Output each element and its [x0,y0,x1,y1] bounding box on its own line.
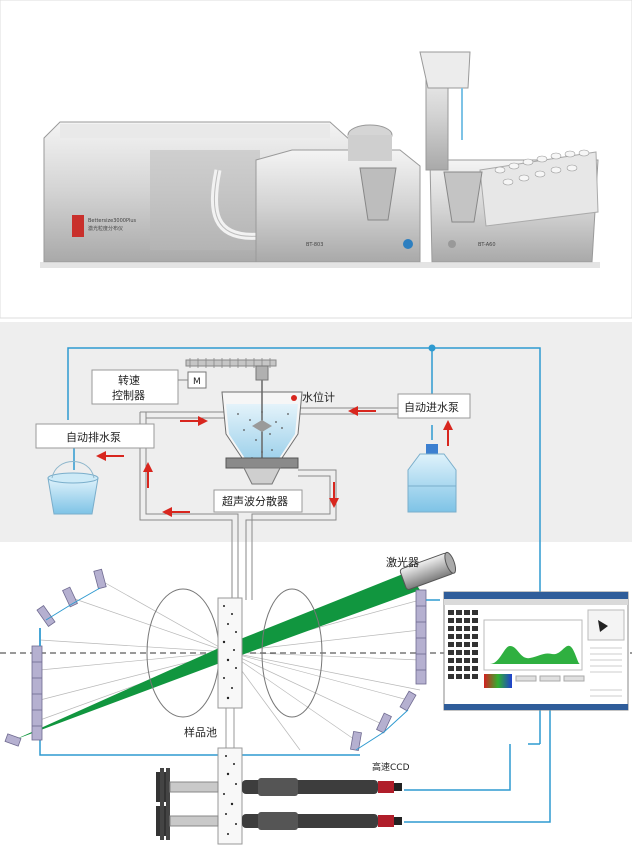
detectors-right [350,589,427,752]
speed-controller-box [91,369,179,405]
base-shadow [40,262,600,268]
inlet-pump-label: 自动进水泵 [404,401,459,414]
pipe-ccd-upper [404,744,511,791]
ccd-camera-1 [156,768,402,806]
software-particle-image [598,620,608,632]
drain-pump-label: 自动排水泵 [66,430,121,444]
ccd-label: 高速CCD [372,761,410,773]
speed-controller-label-2: 控制器 [112,388,145,402]
process-tubes [139,407,398,600]
laser-beam [14,572,420,740]
brand-logo-icon [72,215,84,237]
software-taskbar [444,704,628,710]
jug-cap [426,444,438,454]
arrow-down-1 [329,482,339,508]
inlet-pump-box [397,393,471,419]
instrument-photo: Bettersize3000Plus 激光粒度分布仪 BT-803 BT-A60 [0,0,632,319]
sample-cell: 样品池 [184,597,243,845]
tank-outlet [243,467,281,485]
optics: 激光器 [0,551,632,752]
disperser-neck [348,135,392,161]
sample-cell-label: 样品池 [184,725,217,739]
software-titlebar [444,592,628,599]
ultrasonic-label: 超声波分散器 [222,494,288,508]
sample-cell-window [217,597,243,709]
bucket-handle [51,461,95,479]
main-unit-top [60,124,330,138]
autosampler-head [419,51,471,89]
laser-label: 激光器 [386,555,419,569]
water-level-sensor-icon [291,395,297,401]
pipe-top-loop [67,347,541,744]
brand-subtext: 激光粒度分布仪 [88,225,123,232]
software-distribution-curve [490,645,580,664]
motor-label: M [193,377,201,387]
ultrasonic-plate [225,457,299,469]
lens-right [261,588,323,718]
arrow-up-1 [443,420,453,446]
disperser-unit [255,149,421,263]
stirrer-blade [252,420,272,432]
pipe-right-arc [355,709,409,751]
pipe-ccd-bottom [404,705,551,823]
software-button-2 [539,675,561,682]
gear-bar [185,359,277,367]
arrow-left-1 [348,406,376,416]
software-thumbnails [448,610,478,679]
brand-text: Bettersize3000Plus [88,218,137,224]
software-toolbar [444,599,628,605]
dispersion-tank [221,378,303,485]
software-screenshot [443,591,629,711]
module-left-label: BT-803 [306,242,323,248]
drain-bucket-icon [47,461,99,515]
arrow-up-2 [143,462,153,488]
arrow-left-3 [162,507,190,517]
indicator-light-icon [403,239,413,249]
drain-pump-box [35,423,155,449]
autosampler-funnel [443,171,483,223]
motor-assembly: M [185,358,277,389]
module-right-label: BT-A60 [478,242,496,248]
pipe-junction-icon [428,344,436,352]
shaft-coupler [255,365,269,381]
software-button-1 [515,675,537,682]
pipe-network [39,347,551,823]
software-side-lines [590,647,622,697]
water-jug-icon [407,444,457,513]
flow-arrows [96,406,453,517]
ultrasonic-box [213,489,303,513]
software-button-3 [563,675,585,682]
cell-particles [222,605,237,835]
hose-outline [213,169,261,237]
ccd-camera-2 [156,802,402,840]
pipe-left-arc [45,587,101,621]
gear-teeth [189,358,271,368]
speed-controller-label-1: 转速 [118,373,140,387]
power-knob-icon [448,240,456,248]
arrow-left-2 [96,451,124,461]
software-color-map [484,674,512,688]
sample-tubes [494,149,590,186]
water-level-label: 水位计 [302,390,335,404]
detectors-left [4,568,107,747]
ccd-flow-cell [217,747,243,845]
arrow-right-1 [180,416,208,426]
laser-icon [399,551,457,590]
ccd-cameras: 高速CCD [156,761,410,840]
jug-body [407,453,457,513]
disperser-funnel [359,167,397,221]
bucket-rim [47,472,99,484]
